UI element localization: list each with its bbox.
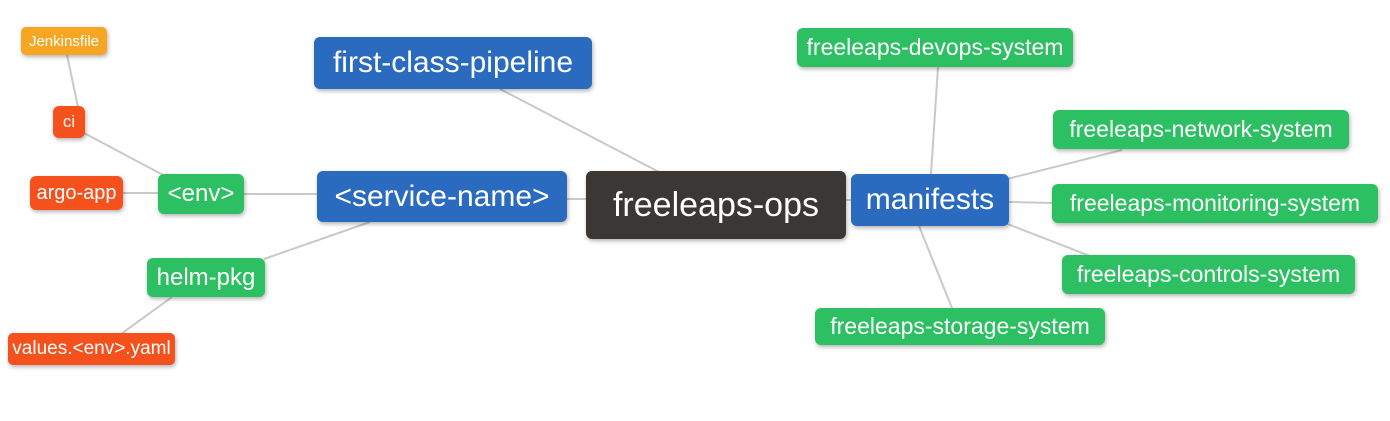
edge-manifests-storage [918,225,953,309]
node-manifests[interactable]: manifests [851,174,1009,226]
edge-manifests-controls [1004,222,1091,257]
edge-helm-pkg-service-name [263,221,371,260]
edge-manifests-network [1006,149,1123,180]
edge-ci-env [83,132,166,177]
edge-values-helm-pkg [120,296,173,335]
node-argo-app[interactable]: argo-app [30,176,123,210]
node-helm-pkg[interactable]: helm-pkg [147,258,265,297]
node-freeleaps-devops-system[interactable]: freeleaps-devops-system [797,28,1073,67]
node-freeleaps-ops-root[interactable]: freeleaps-ops [586,171,846,239]
edge-pipeline-ops [499,88,660,173]
node-service-name[interactable]: <service-name> [317,171,567,222]
edge-jenkinsfile-ci [66,54,79,108]
node-env[interactable]: <env> [158,174,244,214]
node-freeleaps-monitoring-system[interactable]: freeleaps-monitoring-system [1052,184,1378,223]
edge-manifests-monitoring [1008,201,1053,204]
node-ci[interactable]: ci [53,106,85,138]
edge-manifests-devops [930,66,939,175]
node-freeleaps-network-system[interactable]: freeleaps-network-system [1053,110,1349,149]
node-first-class-pipeline[interactable]: first-class-pipeline [314,37,592,89]
node-jenkinsfile[interactable]: Jenkinsfile [21,27,107,55]
node-freeleaps-storage-system[interactable]: freeleaps-storage-system [815,308,1105,345]
node-freeleaps-controls-system[interactable]: freeleaps-controls-system [1062,255,1355,294]
node-values-env-yaml[interactable]: values.<env>.yaml [8,333,175,365]
